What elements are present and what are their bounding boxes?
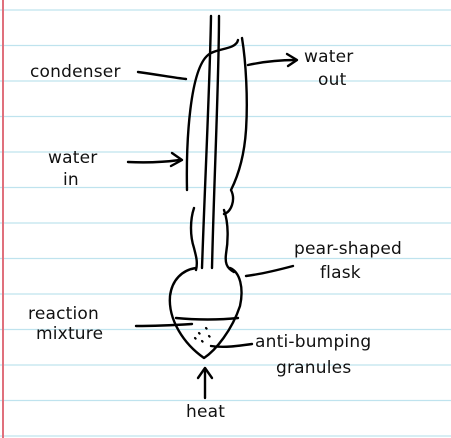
reaction-mixture-leader-line — [134, 322, 194, 328]
pear-flask-label-line1: pear-shaped — [294, 239, 402, 259]
granules-label-line2: granules — [276, 358, 352, 378]
heat-arrowhead — [196, 366, 214, 380]
water-in-arrowhead — [169, 151, 184, 168]
flask-neck-right — [222, 208, 236, 274]
water-out-arrow — [246, 58, 297, 67]
reaction-mixture-label-line2: mixture — [36, 324, 104, 344]
condenser-label: condenser — [30, 62, 121, 82]
inner-tube-right — [210, 14, 221, 270]
ruled-lines — [0, 9, 451, 437]
anti-bumping-granules — [193, 326, 211, 343]
liquid-surface — [174, 316, 240, 321]
water-out-label-line1: water — [304, 47, 354, 67]
pear-flask-label-line2: flask — [320, 263, 361, 283]
granules-label-line1: anti-bumping — [255, 332, 372, 352]
condenser-leader-line — [136, 70, 188, 81]
inner-tube-left — [200, 14, 213, 270]
water-in-label-line2: in — [63, 170, 79, 190]
water-out-label-line2: out — [318, 70, 347, 90]
water-in-label-line1: water — [48, 148, 98, 168]
reaction-mixture-label-line1: reaction — [28, 304, 100, 324]
pear-flask-leader-line — [244, 264, 295, 278]
granules-leader-line — [209, 342, 254, 349]
water-out-arrowhead — [285, 52, 299, 68]
water-in-arrow — [126, 158, 182, 164]
heat-label: heat — [186, 402, 226, 422]
pear-shaped-flask — [168, 266, 243, 360]
condenser-jacket-left — [185, 38, 240, 192]
flask-neck-left — [189, 206, 199, 272]
condenser-jacket-right — [222, 36, 248, 216]
